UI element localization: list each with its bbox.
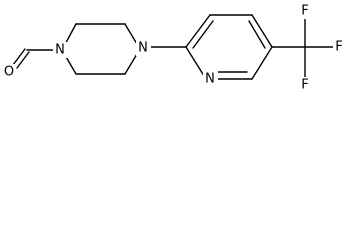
oxygen-atom-label: O <box>4 65 14 80</box>
bond-py-c2-c3-inner <box>192 20 214 49</box>
atom-label-layer: O N N N F F F <box>3 3 346 93</box>
fluorine-atom-top-label: F <box>301 4 308 19</box>
piperazine-nitrogen-4-label: N <box>138 41 148 56</box>
bond-py-n-c2 <box>185 46 207 80</box>
bond-layer <box>12 14 334 80</box>
chemical-structure-diagram: O N N N F F F <box>3 3 346 93</box>
fluorine-atom-right-label: F <box>335 40 342 55</box>
bond-py-c4-c5-inner <box>248 20 266 49</box>
fluorine-atom-top: F <box>299 3 312 19</box>
pyridine-nitrogen: N <box>203 71 218 87</box>
piperazine-nitrogen-1-label: N <box>55 43 65 58</box>
fluorine-atom-bottom-label: F <box>301 78 308 93</box>
bond-formyl-co-double-a <box>12 48 26 66</box>
fluorine-atom-right: F <box>333 39 346 55</box>
piperazine-nitrogen-1: N <box>53 42 68 58</box>
bond-py-c2-c3 <box>185 14 211 48</box>
piperazine-nitrogen-4: N <box>136 40 151 56</box>
bond-py-c4-c5 <box>251 14 273 48</box>
fluorine-atom-bottom: F <box>299 77 312 93</box>
pyridine-nitrogen-label: N <box>205 72 215 87</box>
bond-formyl-co-double-b <box>16 51 30 69</box>
oxygen-atom: O <box>3 64 16 80</box>
bond-py-c5-c6 <box>251 46 273 80</box>
